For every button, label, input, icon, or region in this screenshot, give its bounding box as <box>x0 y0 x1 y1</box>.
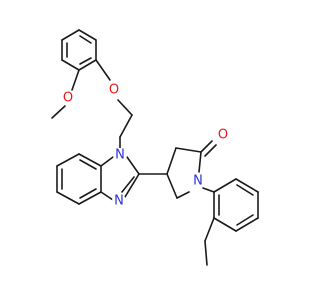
atom-lactam-nitrogen: N <box>191 174 205 189</box>
atom-methoxy-oxygen: O <box>61 91 75 106</box>
molecule-canvas: O O N N N O <box>51 29 259 266</box>
structure-svg: O O N N N O <box>51 29 259 266</box>
ether-oxygen-label: O <box>109 83 119 98</box>
atom-ether-oxygen: O <box>107 83 121 98</box>
lactam-nitrogen-label: N <box>193 174 203 189</box>
methoxyphenyl-ring <box>61 29 97 71</box>
atom-imidazole-n1: N <box>113 148 127 163</box>
methoxy-oxygen-label: O <box>63 91 73 106</box>
imidazole-ring <box>100 156 140 201</box>
imidazole-n1-label: N <box>115 148 125 163</box>
imidazole-n3-label: N <box>114 194 124 209</box>
ethylphenyl-ring <box>213 178 259 232</box>
atom-imidazole-n3: N <box>112 194 126 209</box>
benzo-ring <box>56 153 102 205</box>
n-aryl-bond <box>202 187 215 193</box>
carbonyl-oxygen-label: O <box>218 128 228 143</box>
pyrrolidinone-ring <box>166 140 217 199</box>
ethoxy-linker <box>95 59 133 149</box>
ethyl-group <box>204 217 215 266</box>
methoxy-group <box>51 69 80 119</box>
atom-carbonyl-oxygen: O <box>216 128 230 143</box>
